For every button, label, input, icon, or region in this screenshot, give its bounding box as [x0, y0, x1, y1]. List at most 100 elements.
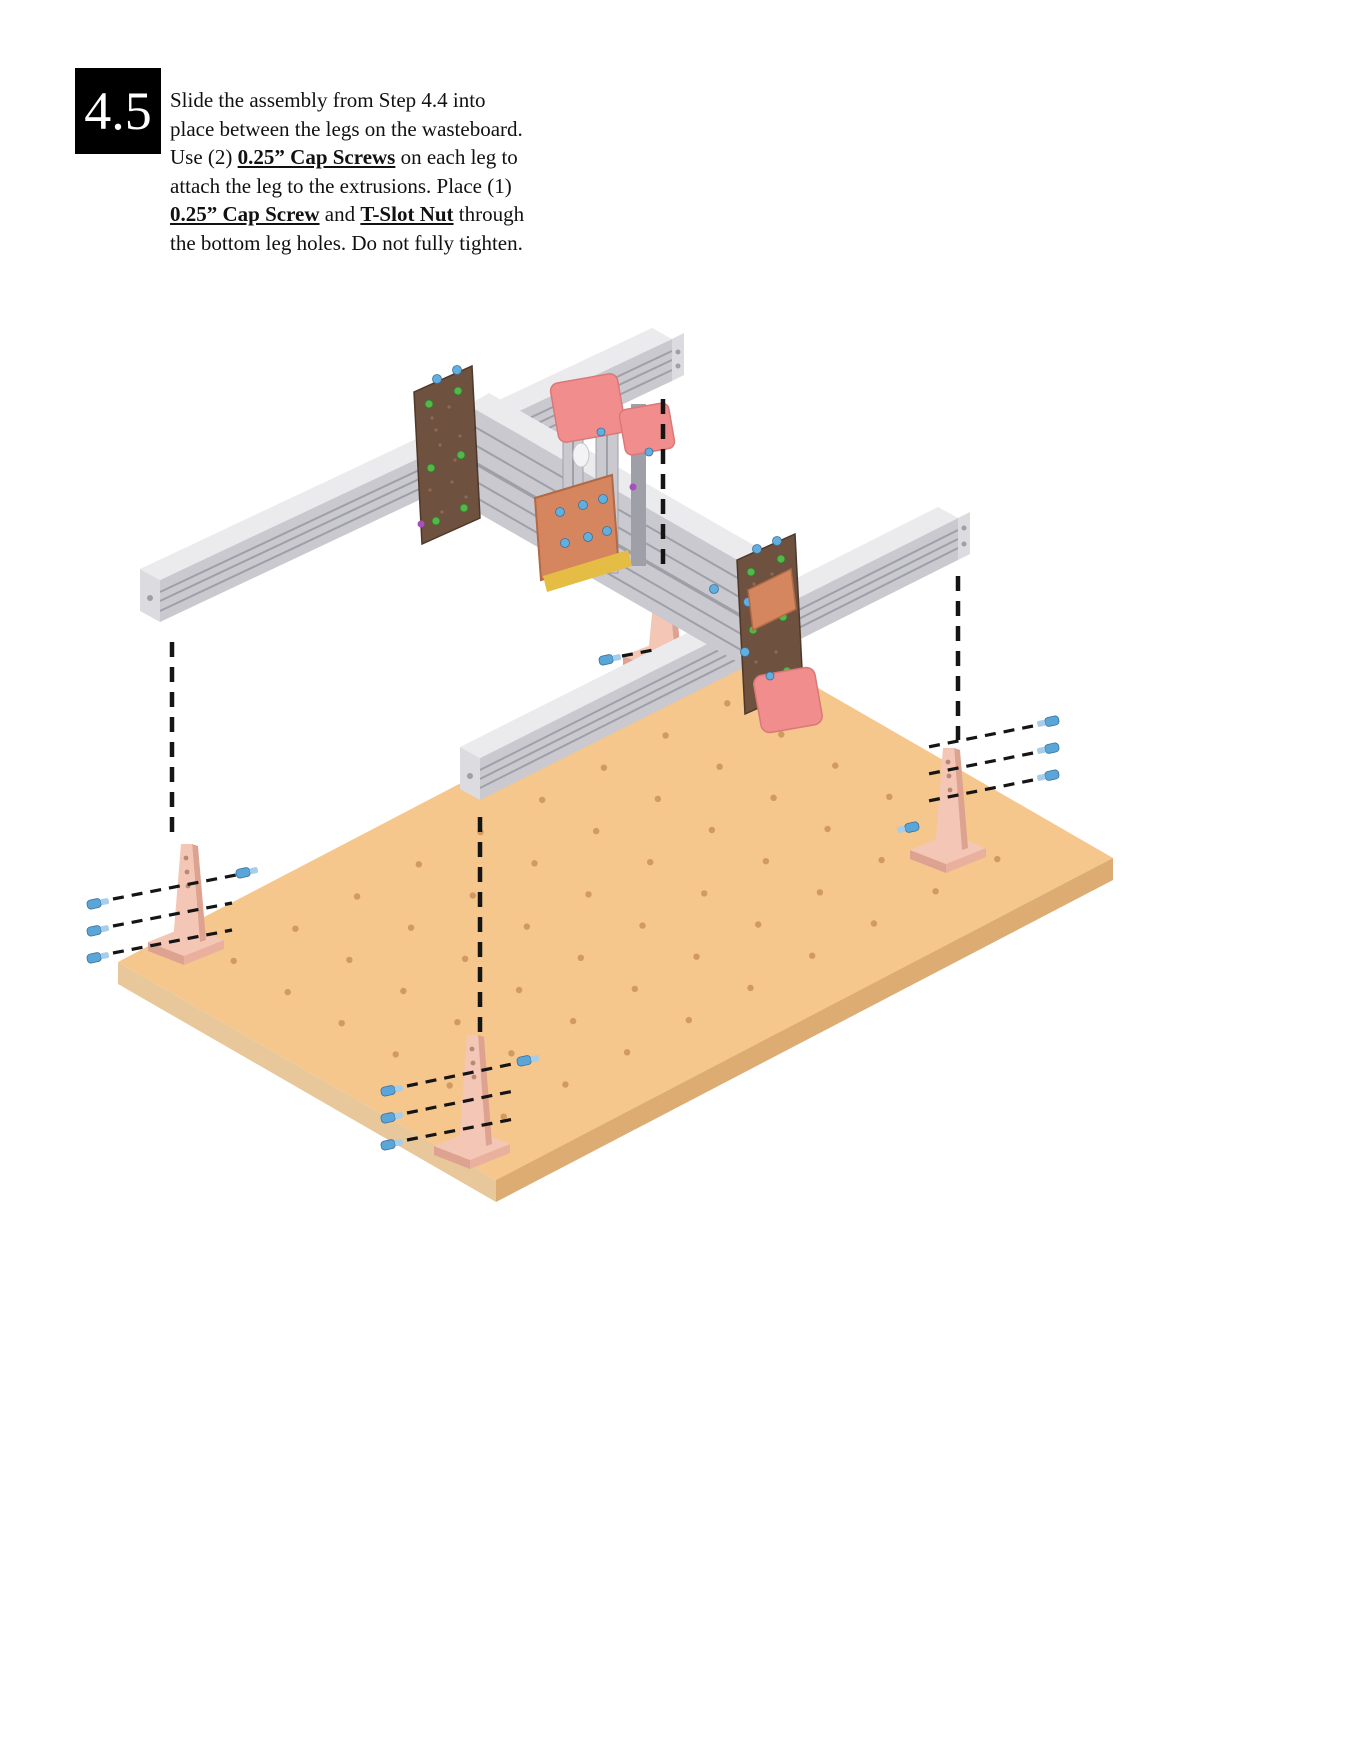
wasteboard-hole: [623, 1049, 631, 1056]
extrusion-end-face: [958, 512, 970, 560]
cap-screw: [380, 1085, 404, 1097]
wasteboard-hole: [346, 956, 353, 964]
wasteboard-hole: [870, 920, 878, 927]
wasteboard-hole: [778, 731, 785, 738]
hardware-reference: 0.25” Cap Screw: [170, 202, 320, 227]
wasteboard-hole: [446, 1082, 453, 1089]
wasteboard-hole: [708, 826, 716, 834]
instruction-line: Use (2) 0.25” Cap Screws on each leg to: [170, 143, 630, 172]
screw-guide-lines: [112, 648, 1034, 1142]
instruction-line: Slide the assembly from Step 4.4 into: [170, 86, 630, 115]
wasteboard-hole: [600, 764, 608, 771]
wasteboard-hole: [693, 953, 700, 960]
leg-front: [434, 1035, 510, 1169]
wasteboard-hole: [647, 859, 654, 866]
cap-screw: [896, 821, 920, 833]
instruction-line: 0.25” Cap Screw and T-Slot Nut through: [170, 200, 630, 229]
text-segment: place between the legs on the wasteboard…: [170, 116, 523, 141]
wasteboard-hole: [755, 921, 762, 928]
text-segment: Use (2): [170, 145, 238, 170]
wasteboard-hole: [832, 762, 839, 769]
extrusion-end-face: [672, 333, 684, 381]
hardware-reference: T-Slot Nut: [360, 202, 454, 227]
cap-screws: [86, 654, 1060, 1151]
wasteboard-hole: [716, 763, 723, 770]
z-plate-bottom: [543, 550, 632, 592]
wasteboard-hole: [461, 955, 469, 962]
cap-screw: [380, 1112, 404, 1124]
wasteboard-hole: [994, 855, 1001, 863]
z-motor-block: [549, 373, 627, 443]
wasteboard-hole: [762, 858, 770, 865]
cap-screw: [1036, 715, 1060, 727]
wasteboard-hole: [724, 700, 731, 707]
gantry-plate-left: [413, 364, 481, 546]
screw-guide-line: [112, 928, 233, 955]
hardware-reference: 0.25” Cap Screws: [237, 145, 396, 170]
cap-screw: [86, 952, 110, 964]
wasteboard-hole: [631, 985, 638, 993]
z-motor-block-small: [618, 402, 676, 456]
screw-guide-line: [112, 901, 233, 928]
wasteboard-hole: [662, 732, 669, 739]
text-segment: on each leg to: [395, 145, 518, 170]
text-segment: and: [319, 202, 361, 227]
cap-screw: [86, 925, 110, 937]
wasteboard-hole: [230, 957, 237, 965]
text-segment: through: [453, 202, 525, 227]
wasteboard-hole: [353, 893, 361, 900]
screw-guide-line: [922, 724, 1034, 750]
cap-screw: [598, 654, 622, 666]
wasteboard-hole: [400, 987, 407, 995]
leg-front-left: [148, 844, 224, 965]
wasteboard-hole: [469, 892, 476, 899]
wasteboard-hole: [585, 891, 592, 898]
cap-screw: [516, 1055, 540, 1067]
wasteboard-hole: [454, 1019, 461, 1026]
y-carriage-block: [747, 567, 797, 632]
instruction-line: the bottom leg holes. Do not fully tight…: [170, 229, 630, 258]
wasteboard-hole: [531, 860, 538, 867]
wasteboard-hole: [932, 888, 939, 895]
cap-screw: [1036, 742, 1060, 754]
wasteboard-hole: [392, 1051, 399, 1058]
y-motor-block: [753, 666, 823, 734]
wasteboard-hole: [593, 827, 600, 835]
wasteboard-surface: [118, 640, 1113, 1180]
wasteboard-hole: [539, 796, 546, 804]
wasteboard-hole: [515, 986, 523, 994]
wasteboard-hole: [338, 1020, 345, 1027]
wasteboard-hole: [701, 890, 708, 897]
text-segment: Slide the assembly from Step 4.4 into: [170, 88, 486, 112]
wasteboard-hole: [685, 1016, 692, 1024]
wasteboard-hole: [562, 1081, 569, 1088]
wasteboard-edge-front: [496, 858, 1113, 1202]
wasteboard-hole: [500, 1113, 507, 1120]
step-number: 4.5: [84, 81, 152, 141]
cap-screw: [380, 1139, 404, 1151]
wasteboard-hole: [577, 954, 584, 961]
wasteboard-hole: [407, 924, 415, 931]
text-segment: the bottom leg holes. Do not fully tight…: [170, 230, 523, 255]
wasteboard-hole: [747, 984, 754, 992]
wasteboard-hole: [569, 1017, 577, 1025]
instruction-line: place between the legs on the wasteboard…: [170, 115, 630, 144]
wasteboard-hole: [639, 922, 646, 929]
leg-right: [910, 748, 986, 873]
instruction-line: attach the leg to the extrusions. Place …: [170, 172, 630, 201]
wasteboard-hole: [816, 889, 824, 896]
wasteboard-hole: [770, 794, 777, 801]
screw-guide-line: [112, 873, 237, 901]
wasteboard-hole: [809, 952, 816, 959]
text-segment: attach the leg to the extrusions. Place …: [170, 173, 512, 198]
wasteboard-hole: [284, 988, 291, 996]
cap-screw: [1036, 769, 1060, 781]
wasteboard-hole: [523, 923, 530, 930]
wasteboard-hole: [415, 861, 422, 868]
instruction-text: Slide the assembly from Step 4.4 into pl…: [170, 86, 630, 258]
cap-screw: [86, 898, 110, 910]
drop-guide-lines: [169, 399, 961, 1032]
wasteboard-hole: [654, 795, 662, 803]
wasteboard-hole: [508, 1050, 515, 1057]
